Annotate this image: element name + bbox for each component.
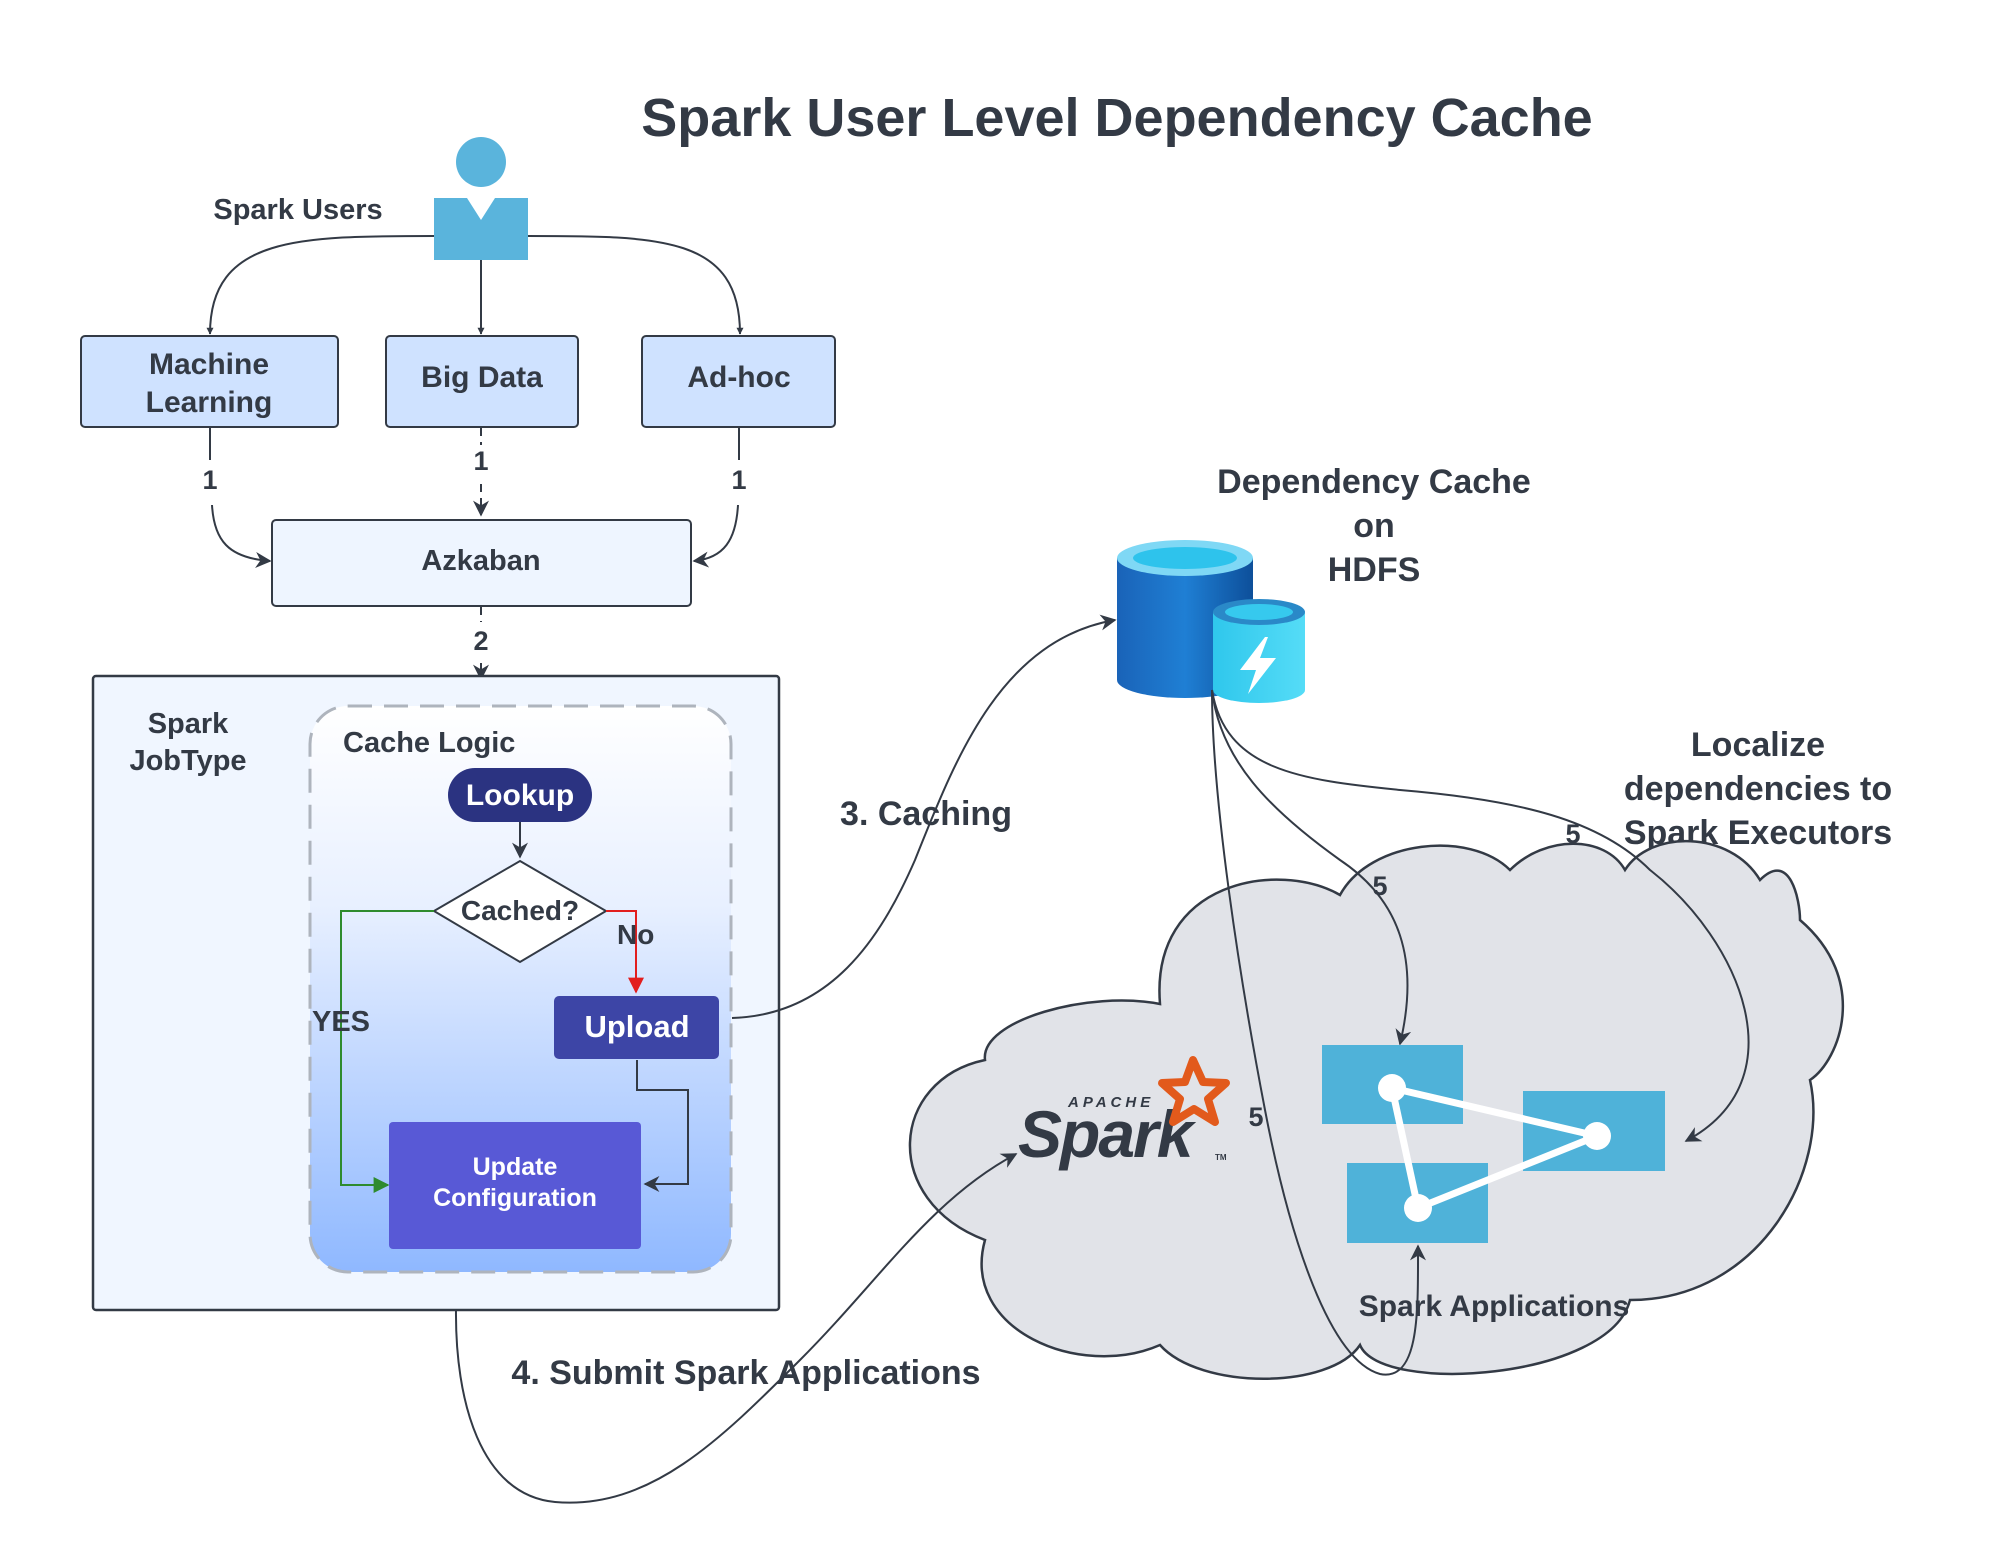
cache-logic-title: Cache Logic bbox=[343, 727, 515, 759]
cached-label: Cached? bbox=[461, 895, 579, 926]
bigdata-box bbox=[385, 335, 579, 428]
connector-hdfs-app2 bbox=[1211, 689, 1750, 1142]
connector-users-ml bbox=[206, 235, 435, 335]
connector-yes-branch bbox=[340, 910, 434, 1193]
ml-label-line2: Learning bbox=[146, 386, 273, 419]
step-label-1-adhoc: 1 bbox=[731, 465, 746, 495]
localize-label-line1: Localize bbox=[1691, 726, 1825, 764]
app-graph-edges bbox=[1388, 1084, 1599, 1212]
app-graph-nodes bbox=[1378, 1074, 1611, 1222]
step-label-5-c: 5 bbox=[1565, 819, 1580, 849]
update-config-line1: Update bbox=[473, 1153, 558, 1181]
cached-diamond bbox=[432, 859, 608, 964]
connector-no-branch bbox=[606, 910, 644, 994]
azkaban-label: Azkaban bbox=[421, 545, 540, 577]
upload-button bbox=[554, 996, 719, 1059]
submit-label: 4. Submit Spark Applications bbox=[511, 1354, 980, 1392]
step-label-1-bigdata: 1 bbox=[473, 446, 488, 476]
connector-upload-update bbox=[636, 1060, 689, 1192]
adhoc-box bbox=[641, 335, 836, 428]
spark-logo-tm: TM bbox=[1215, 1153, 1227, 1162]
hdfs-label-line3: HDFS bbox=[1328, 551, 1421, 589]
jobtype-label-line2: JobType bbox=[129, 745, 246, 777]
connector-users-adhoc bbox=[527, 235, 744, 335]
cache-lightning-icon bbox=[1213, 599, 1305, 703]
jobtype-label-line1: Spark bbox=[148, 708, 229, 740]
connector-caching bbox=[731, 614, 1117, 1019]
azkaban-box bbox=[271, 519, 692, 607]
update-config-box bbox=[389, 1122, 641, 1249]
localize-label-line2: dependencies to bbox=[1624, 770, 1892, 808]
user-icon bbox=[434, 137, 528, 260]
users-label: Spark Users bbox=[213, 194, 382, 226]
hdfs-label-line1: Dependency Cache bbox=[1217, 463, 1531, 501]
ml-label-line1: Machine bbox=[149, 348, 269, 381]
spark-logo-word: Spark bbox=[1018, 1097, 1197, 1171]
step-label-2: 2 bbox=[473, 626, 488, 656]
diagram-title: Spark User Level Dependency Cache bbox=[641, 88, 1592, 148]
connector-hdfs-app3 bbox=[1211, 689, 1427, 1376]
caching-label: 3. Caching bbox=[840, 795, 1012, 833]
apache-spark-logo: APACHE Spark TM bbox=[1018, 1056, 1230, 1171]
lookup-label: Lookup bbox=[466, 779, 574, 812]
hdfs-label-line2: on bbox=[1353, 507, 1395, 545]
step-label-5-b: 5 bbox=[1372, 871, 1387, 901]
yes-label: YES bbox=[312, 1006, 370, 1038]
upload-label: Upload bbox=[584, 1009, 689, 1044]
no-label: No bbox=[617, 919, 654, 950]
bigdata-label: Big Data bbox=[421, 361, 543, 394]
step-label-1-ml: 1 bbox=[202, 465, 217, 495]
spark-apps-label: Spark Applications bbox=[1359, 1290, 1630, 1323]
connector-ml-azkaban-b bbox=[211, 504, 272, 568]
spark-logo-apache: APACHE bbox=[1067, 1094, 1154, 1111]
update-config-line2: Configuration bbox=[433, 1184, 597, 1212]
connector-hdfs-app1 bbox=[1211, 689, 1412, 1046]
step-label-5-a: 5 bbox=[1248, 1102, 1263, 1132]
spark-star-icon bbox=[1158, 1056, 1230, 1126]
connector-submit bbox=[454, 1153, 1018, 1504]
lookup-pill bbox=[448, 768, 592, 822]
connector-adhoc-azkaban-b bbox=[692, 504, 739, 568]
adhoc-label: Ad-hoc bbox=[687, 361, 790, 394]
ml-box bbox=[80, 335, 339, 428]
